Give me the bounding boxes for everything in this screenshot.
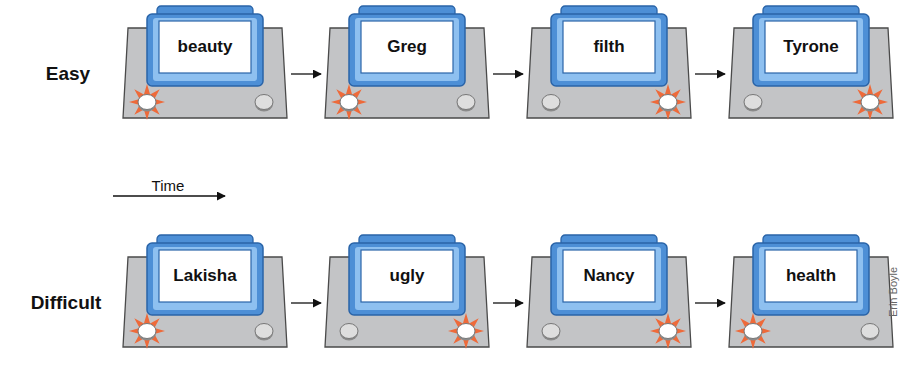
word-display-device: beauty — [123, 5, 287, 119]
device-drawing — [527, 5, 691, 119]
screen-area: Lakisha — [159, 250, 251, 302]
screen-area: Greg — [361, 21, 453, 73]
unlit-button — [542, 324, 560, 339]
device-drawing — [123, 234, 287, 348]
credit-text: Erin Boyle — [887, 267, 899, 317]
lit-button — [861, 95, 879, 110]
monitor-frame — [349, 243, 465, 315]
monitor-bevel — [153, 247, 257, 310]
monitor-bevel — [759, 18, 863, 81]
lit-button — [744, 324, 762, 339]
screen-word: Greg — [387, 37, 427, 57]
light-burst — [852, 84, 888, 120]
monitor-frame — [147, 14, 263, 86]
row-label: Difficult — [31, 292, 102, 314]
time-arrow — [113, 195, 225, 196]
flow-arrow — [695, 73, 725, 74]
lit-button — [457, 324, 475, 339]
axis-label: Time — [152, 177, 185, 194]
monitor-bevel — [153, 18, 257, 81]
light-burst — [650, 84, 686, 120]
screen-word: filth — [593, 37, 624, 57]
screen-area: Tyrone — [765, 21, 857, 73]
lit-button — [340, 95, 358, 110]
flow-arrow — [695, 302, 725, 303]
unlit-button — [744, 95, 762, 110]
lit-button — [659, 95, 677, 110]
unlit-button — [255, 95, 273, 110]
screen-area: health — [765, 250, 857, 302]
monitor-frame — [551, 14, 667, 86]
monitor-bevel — [557, 18, 661, 81]
monitor-frame — [349, 14, 465, 86]
word-display-device: ugly — [325, 234, 489, 348]
screen-area: Nancy — [563, 250, 655, 302]
monitor-frame — [147, 243, 263, 315]
unlit-button — [255, 324, 273, 339]
light-burst — [129, 84, 165, 120]
monitor-bevel — [355, 18, 459, 81]
device-drawing — [527, 234, 691, 348]
device-drawing — [325, 234, 489, 348]
row-label: Easy — [46, 63, 90, 85]
monitor-bevel — [557, 247, 661, 310]
flow-arrow — [291, 73, 321, 74]
flow-arrow — [493, 302, 523, 303]
monitor-bevel — [355, 247, 459, 310]
screen-word: Tyrone — [783, 37, 838, 57]
unlit-button — [861, 324, 879, 339]
screen-area: beauty — [159, 21, 251, 73]
monitor-screen — [765, 250, 857, 302]
device-drawing — [123, 5, 287, 119]
lit-button — [659, 324, 677, 339]
screen-word: beauty — [178, 37, 233, 57]
light-burst — [735, 313, 771, 349]
flow-arrow — [493, 73, 523, 74]
unlit-button — [340, 324, 358, 339]
flow-arrow — [291, 302, 321, 303]
unlit-button — [457, 95, 475, 110]
word-display-device: filth — [527, 5, 691, 119]
monitor-frame — [551, 243, 667, 315]
word-display-device: Nancy — [527, 234, 691, 348]
screen-word: health — [786, 266, 836, 286]
lit-button — [138, 324, 156, 339]
monitor-frame — [753, 14, 869, 86]
light-burst — [448, 313, 484, 349]
monitor-screen — [765, 21, 857, 73]
device-drawing — [729, 234, 893, 348]
screen-word: ugly — [390, 266, 425, 286]
device-drawing — [729, 5, 893, 119]
light-burst — [331, 84, 367, 120]
light-burst — [650, 313, 686, 349]
screen-area: filth — [563, 21, 655, 73]
monitor-screen — [361, 250, 453, 302]
lit-button — [138, 95, 156, 110]
monitor-screen — [159, 21, 251, 73]
screen-area: ugly — [361, 250, 453, 302]
monitor-bevel — [759, 247, 863, 310]
monitor-screen — [563, 250, 655, 302]
monitor-frame — [753, 243, 869, 315]
light-burst — [129, 313, 165, 349]
screen-word: Lakisha — [173, 266, 236, 286]
word-display-device: Tyrone — [729, 5, 893, 119]
monitor-screen — [563, 21, 655, 73]
monitor-screen — [361, 21, 453, 73]
screen-word: Nancy — [583, 266, 634, 286]
device-drawing — [325, 5, 489, 119]
word-display-device: Lakisha — [123, 234, 287, 348]
word-display-device: Greg — [325, 5, 489, 119]
unlit-button — [542, 95, 560, 110]
monitor-screen — [159, 250, 251, 302]
word-display-device: health — [729, 234, 893, 348]
